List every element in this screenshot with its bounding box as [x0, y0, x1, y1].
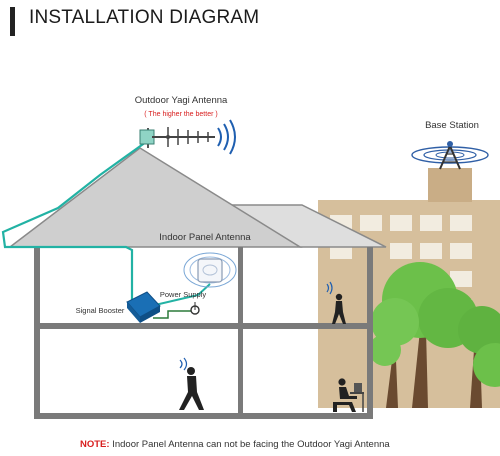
indoor-antenna-label: Indoor Panel Antenna	[159, 232, 251, 243]
walking-user-icon	[179, 358, 204, 410]
note-prefix: NOTE:	[80, 439, 110, 450]
panel-antenna-icon	[184, 253, 236, 287]
signal-booster-label: Signal Booster	[76, 306, 125, 315]
note-text: Indoor Panel Antenna can not be facing t…	[110, 439, 390, 450]
base-station-label: Base Station	[425, 120, 479, 131]
power-supply-label: Power Supply	[160, 290, 207, 299]
yagi-antenna-icon	[140, 127, 215, 148]
cell-tower-icon	[412, 141, 488, 169]
outdoor-antenna-hint: ( The higher the better )	[144, 111, 217, 118]
signal-wave-icon	[218, 120, 235, 154]
installation-note: NOTE: Indoor Panel Antenna can not be fa…	[80, 439, 390, 450]
power-supply-icon	[191, 302, 199, 314]
outdoor-antenna-label: Outdoor Yagi Antenna	[135, 95, 228, 106]
